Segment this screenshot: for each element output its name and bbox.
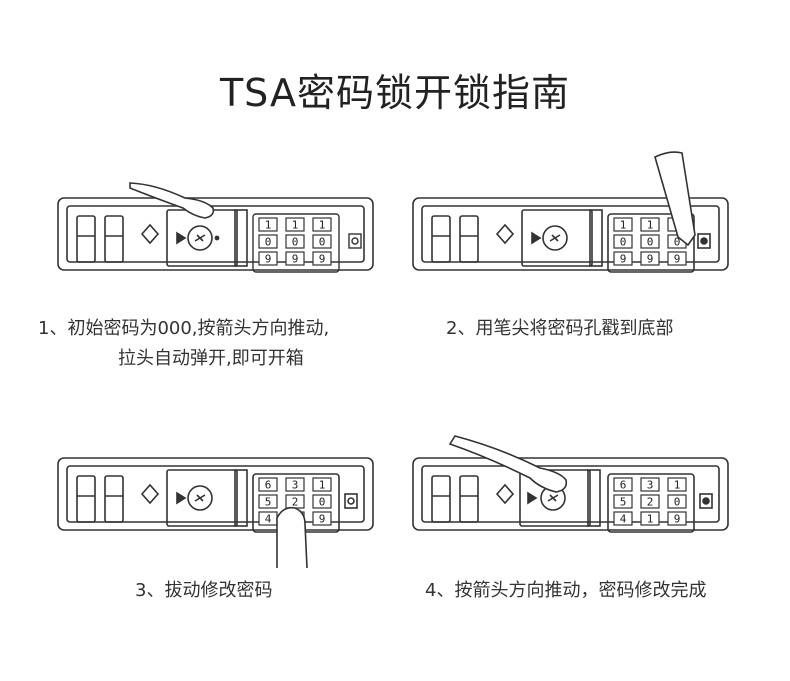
dial-digit: 4	[265, 513, 272, 526]
dial-box	[640, 234, 660, 249]
dial-digit: 1	[319, 479, 326, 492]
dial-box	[640, 217, 660, 232]
dial-digit: 6	[265, 479, 272, 492]
dial-box	[258, 234, 278, 249]
dial-box	[312, 217, 332, 232]
finger-icon	[448, 435, 568, 493]
dial-box	[312, 234, 332, 249]
dial-digit: 0	[647, 236, 654, 249]
dial-digit: 2	[647, 496, 654, 509]
dial-box	[667, 511, 687, 526]
dial-digit: 9	[647, 253, 654, 266]
step-3-line-1: 3、拔动修改密码	[135, 580, 273, 601]
dial-digit: 0	[620, 236, 627, 249]
dial-box	[285, 477, 305, 492]
lock-diagram-1: 1 0 9 1 0 9 1 0 9	[57, 182, 374, 273]
dial-box	[640, 511, 660, 526]
dial-box	[613, 494, 633, 509]
dial-box	[312, 477, 332, 492]
dial-box	[312, 494, 332, 509]
dial-box	[640, 477, 660, 492]
dial-box	[613, 511, 633, 526]
dial-digit: 1	[647, 219, 654, 232]
dial-digit: 0	[319, 236, 326, 249]
dial-digit: 1	[265, 219, 272, 232]
dial-digit: 9	[674, 253, 681, 266]
dial-digit: 9	[265, 253, 272, 266]
dial-digit: 5	[265, 496, 272, 509]
dial-box	[258, 217, 278, 232]
finger-icon	[129, 182, 215, 219]
dial-digit: 0	[319, 496, 326, 509]
dial-box	[613, 217, 633, 232]
dial-digit: 9	[674, 513, 681, 526]
dial-box	[258, 477, 278, 492]
dial-box	[613, 251, 633, 266]
dial-digit: 0	[674, 236, 681, 249]
dial-digit: 1	[647, 513, 654, 526]
dial-digit: 6	[620, 479, 627, 492]
dial-digit: 0	[292, 236, 299, 249]
dial-box	[285, 217, 305, 232]
dial-box	[667, 477, 687, 492]
step-1-line-2: 拉头自动弹开,即可开箱	[118, 348, 304, 369]
dial-digit: 5	[620, 496, 627, 509]
dial-digit: 9	[319, 513, 326, 526]
dial-box	[312, 511, 332, 526]
step-2-line-1: 2、用笔尖将密码孔戳到底部	[446, 318, 674, 339]
dial-box	[613, 477, 633, 492]
dial-digit: 3	[292, 479, 299, 492]
dial-box	[640, 494, 660, 509]
dial-digit: 0	[674, 496, 681, 509]
dial-digit: 4	[620, 513, 627, 526]
dial-box	[667, 251, 687, 266]
dial-digit: 9	[292, 253, 299, 266]
dial-digit: 3	[647, 479, 654, 492]
step-1-line-1: 1、初始密码为000,按箭头方向推动,	[38, 318, 330, 339]
dial-digit: 0	[265, 236, 272, 249]
dial-box	[285, 234, 305, 249]
dial-box	[640, 251, 660, 266]
dial-digit: 1	[319, 219, 326, 232]
dial-digit: 9	[620, 253, 627, 266]
dial-box	[258, 251, 278, 266]
dial-digit: 1	[292, 219, 299, 232]
dial-digit: 1	[674, 479, 681, 492]
dial-box	[285, 251, 305, 266]
step-4-line-1: 4、按箭头方向推动，密码修改完成	[425, 580, 707, 601]
dial-box	[613, 234, 633, 249]
dial-box	[312, 251, 332, 266]
finger-icon	[276, 506, 308, 569]
lock-diagram-4: 6 5 4 3 2 1 1 0 9	[412, 435, 729, 533]
dial-digit: 1	[620, 219, 627, 232]
pen-icon	[654, 151, 696, 247]
page-title: TSA密码锁开锁指南	[219, 71, 571, 115]
dial-digit: 9	[319, 253, 326, 266]
dial-box	[258, 494, 278, 509]
dial-box	[667, 494, 687, 509]
dial-digit: 2	[292, 496, 299, 509]
